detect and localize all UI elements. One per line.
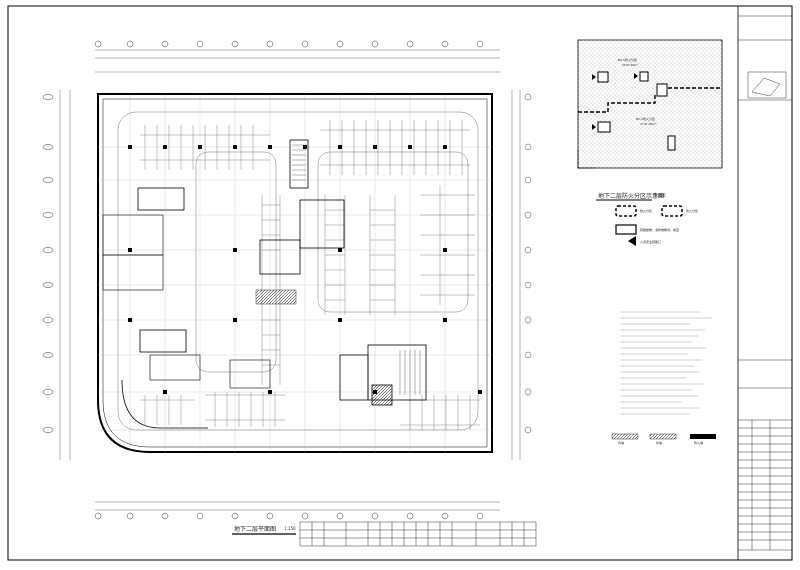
plan-scale: 1:150 (284, 526, 296, 531)
legend-exit-label: 人员安全疏散口 (640, 240, 662, 244)
side-dimension-lines (59, 90, 521, 460)
partition-scale: 1:400 (654, 193, 666, 198)
legend-fire-zone-label-1: 防火分区 (640, 209, 653, 213)
legend-symbols (615, 205, 683, 246)
legend-stair-label: 疏散楼梯、消防电梯间、前室 (640, 228, 680, 232)
wall-legend-swatches (611, 433, 716, 440)
key-plan (747, 71, 787, 99)
title-block-grid (738, 15, 792, 551)
zone-b2-name: B2-1防火分区 (636, 117, 655, 121)
axis-bubbles-bottom (94, 512, 484, 520)
top-dimension-lines (95, 49, 500, 511)
zone-b1-name: B2-1防火分区 (618, 58, 637, 62)
partition-title: 地下二层防火分区示意图 (598, 193, 665, 200)
parking-bays (140, 120, 480, 430)
ramp (121, 379, 208, 429)
axis-bubbles-right (524, 93, 532, 434)
equipment-rooms (102, 214, 271, 389)
title-block (737, 5, 793, 561)
driving-aisles (117, 111, 479, 431)
building-outline (97, 93, 493, 453)
wall-legend-firewall: 防火墙 (694, 441, 704, 445)
notes-block (620, 311, 712, 415)
shaft (255, 289, 297, 305)
zone-b1-area: 3137.40m² (622, 63, 639, 67)
axis-bubbles-top (94, 40, 484, 48)
columns (128, 145, 482, 394)
plan-title: 地下二层平面图 (234, 526, 277, 533)
axis-bubbles-left (42, 94, 54, 433)
fire-partition-diagram (577, 39, 723, 169)
stair-cores (137, 139, 427, 406)
zone-b2-area: 3741.96m² (640, 122, 657, 126)
area-table (299, 521, 537, 547)
legend-fire-zone-label-2: 防火分区 (686, 209, 699, 213)
stair-treads (292, 144, 421, 395)
wall-legend-internal: 内墙 (618, 441, 625, 445)
wall-legend-external: 外墙 (656, 441, 663, 445)
